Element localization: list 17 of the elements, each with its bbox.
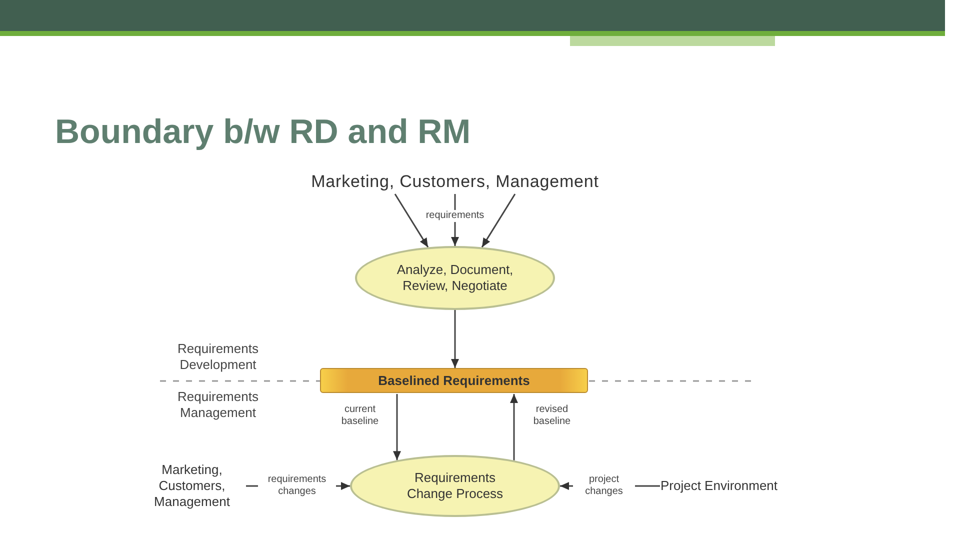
edge-label: project changes: [573, 474, 635, 498]
baseline-bar: [320, 368, 588, 393]
arrow: [481, 194, 516, 248]
arrow: [393, 394, 401, 460]
source-text: Marketing, Customers, Management: [153, 462, 231, 510]
source-text: Project Environment: [660, 478, 778, 494]
slide-title: Boundary b/w RD and RM: [55, 113, 471, 152]
source-text: Marketing, Customers, Management: [311, 172, 599, 192]
arrow: [451, 310, 459, 368]
node-text: Analyze, Document, Review, Negotiate: [396, 262, 514, 294]
node-text: Baselined Requirements: [378, 372, 530, 388]
node-text: Requirements Change Process: [406, 470, 504, 502]
arrow: [394, 194, 429, 248]
boundary-label: Requirements Development: [176, 341, 260, 373]
boundary-label: Requirements Management: [176, 389, 260, 421]
edge-label: requirements changes: [258, 474, 336, 498]
arrow: [510, 394, 518, 460]
